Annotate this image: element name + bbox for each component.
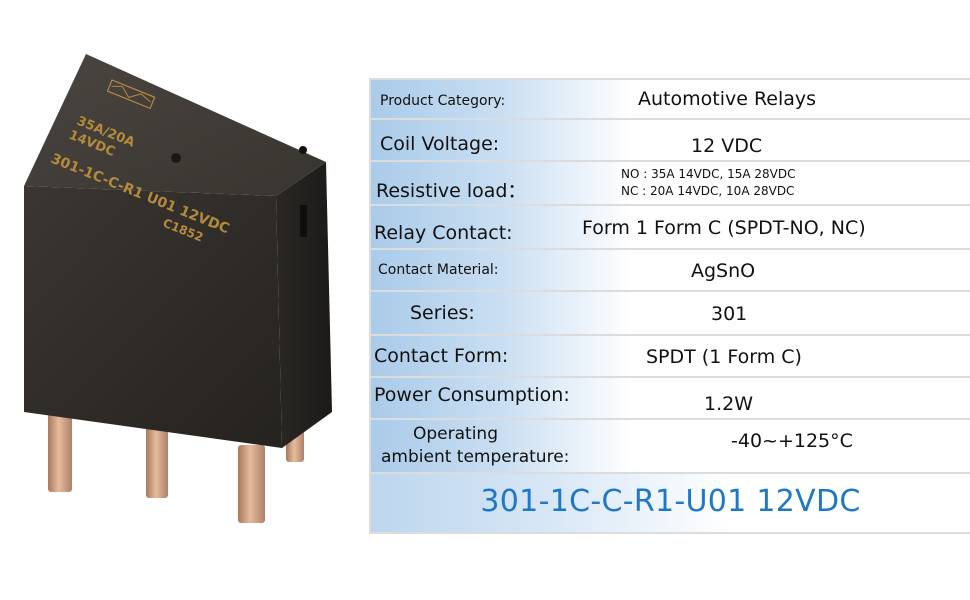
relay-front-face — [24, 186, 282, 448]
spec-label-line1: Operating — [413, 424, 498, 444]
spec-row-power-consumption: Power Consumption: 1.2W — [371, 378, 970, 418]
relay-pin — [48, 400, 72, 492]
spec-row-operating-temperature: Operating ambient temperature: -40~+125°… — [371, 420, 970, 472]
relay-logo — [106, 79, 156, 110]
spec-row-resistive-load: Resistive load： NO : 35A 14VDC, 15A 28VD… — [371, 162, 970, 204]
spec-value: 1.2W — [704, 393, 754, 415]
spec-label: Power Consumption: — [374, 384, 570, 406]
spec-value: 12 VDC — [691, 135, 763, 157]
spec-table: Product Category: Automotive Relays Coil… — [369, 78, 970, 534]
relay-vent-slot — [300, 205, 307, 237]
relay-dimple — [171, 153, 181, 163]
spec-value: 301 — [711, 303, 748, 325]
spec-label: Product Category: — [380, 93, 506, 109]
spec-label: Relay Contact: — [374, 222, 513, 244]
spec-row-series: Series: 301 — [371, 292, 970, 334]
spec-label: Series: — [410, 302, 475, 324]
spec-row-contact-material: Contact Material: AgSnO — [371, 250, 970, 290]
spec-row-contact-form: Contact Form: SPDT (1 Form C) — [371, 336, 970, 376]
spec-row-relay-contact: Relay Contact: Form 1 Form C (SPDT-NO, N… — [371, 206, 970, 248]
spec-label: Coil Voltage: — [380, 133, 500, 155]
relay-illustration: 35A/20A 14VDC 301-1C-C-R1 U01 12VDC C185… — [24, 54, 332, 523]
spec-value-no: NO : 35A 14VDC, 15A 28VDC — [621, 167, 796, 181]
spec-value-nc: NC : 20A 14VDC, 10A 28VDC — [621, 184, 795, 198]
relay-post — [299, 146, 307, 154]
spec-value: SPDT (1 Form C) — [646, 346, 802, 368]
spec-label-line2: ambient temperature: — [381, 447, 570, 467]
spec-row-coil-voltage: Coil Voltage: 12 VDC — [371, 120, 970, 160]
relay-top-face — [24, 54, 326, 196]
relay-side-face — [276, 162, 332, 448]
spec-label: Contact Form: — [374, 345, 509, 367]
model-number: 301-1C-C-R1-U01 12VDC — [480, 484, 861, 519]
spec-label: Contact Material: — [378, 262, 499, 278]
spec-row-product-category: Product Category: Automotive Relays — [371, 80, 970, 118]
spec-row-model: 301-1C-C-R1-U01 12VDC — [371, 474, 970, 532]
relay-pin — [238, 445, 265, 523]
spec-value: AgSnO — [691, 260, 756, 282]
spec-value: Form 1 Form C (SPDT-NO, NC) — [582, 217, 866, 239]
spec-value: -40~+125°C — [731, 430, 853, 452]
spec-value: Automotive Relays — [638, 88, 817, 110]
relay-pin — [146, 420, 168, 498]
spec-label: Resistive load： — [376, 180, 527, 202]
